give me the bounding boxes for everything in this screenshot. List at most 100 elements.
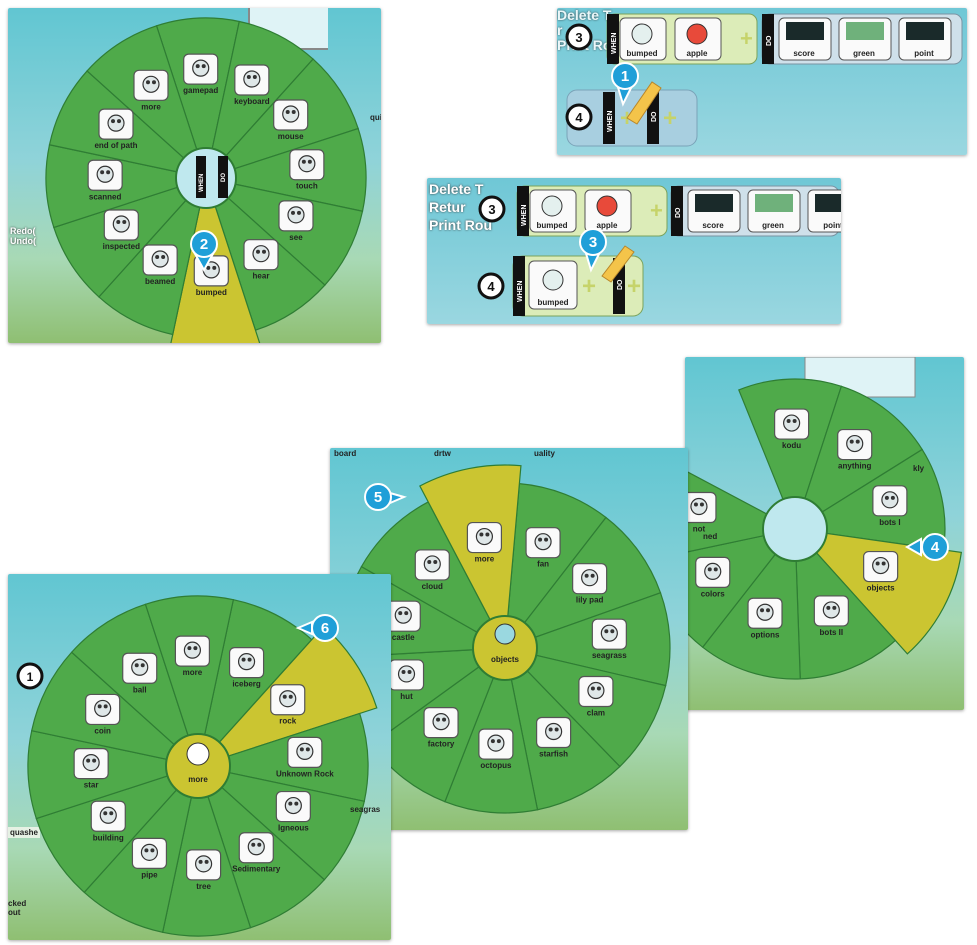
scanned-icon (96, 165, 114, 183)
point-tile[interactable]: point (898, 17, 952, 61)
bumped-tile[interactable]: bumped (528, 260, 578, 310)
green-tile[interactable]: green (838, 17, 892, 61)
tile-label: more (141, 102, 161, 111)
score-tile[interactable]: score (687, 189, 741, 233)
objects-tile[interactable]: objects (863, 550, 899, 593)
tile-label: inspected (103, 242, 140, 251)
pie-center[interactable] (472, 615, 538, 681)
bots-i-tile[interactable]: bots I (872, 485, 908, 527)
ball-tile[interactable]: ball (122, 652, 158, 694)
tile-label: keyboard (234, 97, 270, 106)
not-tile[interactable]: not (685, 491, 717, 534)
starfish-tile[interactable]: starfish (536, 716, 572, 759)
end-of-path-tile[interactable]: end of path (94, 108, 138, 150)
star-tile[interactable]: star (73, 747, 109, 790)
pipe-tile[interactable]: pipe (131, 837, 168, 879)
keyboard-tile[interactable]: keyboard (234, 64, 270, 106)
anything-icon (846, 434, 864, 453)
apple-tile[interactable]: apple (584, 189, 632, 233)
tile-label: touch (296, 182, 318, 191)
clam-tile[interactable]: clam (578, 675, 614, 718)
menu-return[interactable]: Retur (429, 199, 466, 215)
rock-tile[interactable]: rock (270, 684, 306, 726)
squashed-label[interactable]: quashe (8, 827, 41, 838)
bumped-tile[interactable]: bumped (529, 189, 577, 233)
step-marker: 4 (904, 533, 949, 561)
green-icon (755, 194, 793, 212)
inspected-tile[interactable]: inspected (103, 209, 140, 251)
hear-tile[interactable]: hear (243, 239, 279, 281)
rule-number[interactable] (477, 272, 505, 300)
pie-center[interactable] (762, 496, 828, 562)
pencil-icon[interactable] (601, 245, 635, 283)
rule-number[interactable] (565, 103, 593, 131)
do-label: DO (675, 207, 682, 218)
do-label: DO (221, 173, 227, 182)
undo-label[interactable]: Undo( (10, 236, 36, 246)
svg-text:4: 4 (487, 279, 495, 294)
when-bar (603, 92, 615, 144)
unknown-rock-tile[interactable]: Unknown Rock (276, 736, 334, 778)
sedimentary-tile[interactable]: Sedimentary (232, 832, 281, 874)
hut-tile[interactable]: hut (388, 659, 425, 701)
factory-tile[interactable]: factory (423, 707, 459, 749)
touch-tile[interactable]: touch (289, 149, 325, 191)
more-tile[interactable]: more (174, 635, 211, 677)
coin-tile[interactable]: coin (85, 693, 121, 735)
green-tile[interactable]: green (747, 189, 801, 233)
see-tile[interactable]: see (278, 200, 314, 242)
gamepad-tile[interactable]: gamepad (183, 53, 218, 95)
kicked-out-label[interactable]: cked out (8, 899, 27, 917)
beamed-tile[interactable]: beamed (142, 244, 178, 286)
options-tile[interactable]: options (747, 597, 783, 639)
add-plus-icon[interactable]: + (650, 198, 663, 223)
menu-delete[interactable]: Delete T (557, 8, 612, 23)
iceberg-tile[interactable]: iceberg (228, 647, 265, 689)
apple-tile[interactable]: apple (674, 17, 722, 61)
objects-center-tile[interactable]: objects (491, 623, 520, 664)
tree-tile[interactable]: tree (185, 849, 222, 891)
colors-tile[interactable]: colors (695, 556, 731, 598)
tile-label: end of path (94, 141, 137, 150)
point-tile[interactable]: point (807, 189, 841, 233)
add-plus-icon[interactable]: + (663, 105, 677, 132)
add-plus-icon[interactable]: + (627, 273, 641, 300)
lily-pad-tile[interactable]: lily pad (572, 563, 608, 605)
tile-label: iceberg (232, 680, 261, 689)
svg-text:bumped: bumped (626, 49, 657, 58)
fan-tile[interactable]: fan (525, 527, 561, 569)
score-tile[interactable]: score (778, 17, 832, 61)
svg-text:1: 1 (27, 670, 34, 684)
menu-return[interactable]: r (557, 22, 563, 38)
igneous-tile[interactable]: Igneous (275, 790, 311, 833)
rule-number[interactable] (16, 662, 44, 690)
add-plus-icon[interactable]: + (582, 273, 596, 300)
add-plus-icon[interactable]: + (740, 26, 753, 51)
seagrass-tile[interactable]: seagrass (591, 618, 627, 660)
building-tile[interactable]: building (90, 800, 126, 842)
castle-tile[interactable]: castle (385, 600, 421, 642)
octopus-tile[interactable]: octopus (478, 728, 514, 770)
edge-label: qui (370, 113, 381, 122)
kodu-tile[interactable]: kodu (774, 408, 810, 450)
fan-icon (534, 533, 552, 551)
pencil-icon[interactable] (626, 81, 662, 125)
svg-text:4: 4 (575, 110, 583, 125)
more-tile[interactable]: more (133, 69, 169, 111)
menu-delete[interactable]: Delete T (429, 181, 484, 197)
bumped-icon (541, 195, 563, 217)
rule-number[interactable]: 3 (478, 195, 506, 223)
svg-text:apple: apple (687, 49, 708, 58)
scanned-tile[interactable]: scanned (87, 159, 123, 201)
rule-number[interactable]: 3 (565, 23, 593, 51)
anything-tile[interactable]: anything (837, 428, 873, 471)
mouse-tile[interactable]: mouse (273, 99, 309, 141)
menu-print[interactable]: Print Rou (429, 217, 492, 233)
more-center-tile[interactable]: more (186, 742, 210, 784)
bumped-tile[interactable]: bumped (619, 17, 667, 61)
more-tile[interactable]: more (466, 521, 503, 564)
bots-ii-tile[interactable]: bots II (813, 595, 849, 637)
pie-center[interactable] (165, 733, 231, 799)
cloud-tile[interactable]: cloud (414, 549, 450, 591)
redo-label[interactable]: Redo( (10, 226, 36, 236)
